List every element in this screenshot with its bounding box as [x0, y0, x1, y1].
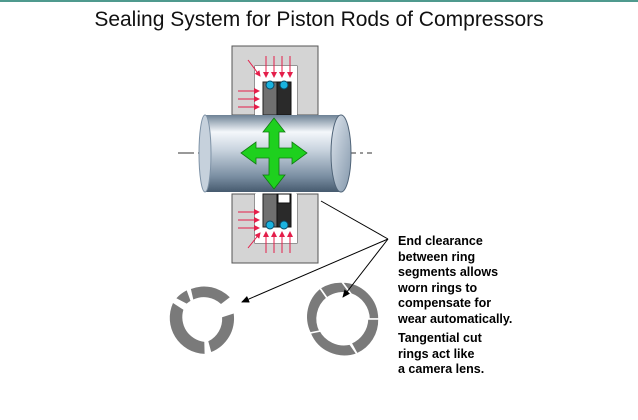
upper-pressure-arrows	[238, 56, 293, 110]
end-clearance-line-5: compensate for	[398, 296, 492, 310]
tangential-cut-note: Tangential cut rings act like a camera l…	[398, 331, 484, 378]
upper-o-ring-left	[265, 80, 275, 90]
top-accent-line	[0, 0, 638, 2]
end-clearance-line-3: segments allows	[398, 265, 499, 279]
segmented-ring-left	[169, 286, 235, 354]
lower-o-ring-left	[265, 220, 275, 230]
tangential-cut-line-2: rings act like	[398, 346, 475, 361]
end-clearance-line-6: wear automatically.	[398, 311, 513, 326]
upper-o-ring-right	[279, 80, 289, 90]
lower-pressure-arrows	[238, 209, 293, 253]
motion-arrows	[240, 117, 308, 190]
end-clearance-line-4: worn rings to	[398, 280, 478, 295]
tangential-cut-line-1: Tangential cut	[398, 331, 482, 345]
leader-lines	[241, 200, 389, 303]
end-clearance-line-2: between ring	[398, 249, 476, 264]
lower-ring-end-clearance	[277, 193, 291, 204]
page-title: Sealing System for Piston Rods of Compre…	[94, 8, 544, 31]
end-clearance-note: End clearance between ring segments allo…	[398, 234, 512, 327]
lower-o-ring-right	[279, 220, 289, 230]
tangential-cut-ring-right	[305, 281, 380, 358]
tangential-cut-line-3: a camera lens.	[398, 362, 485, 376]
end-clearance-line-1: End clearance	[398, 234, 483, 248]
